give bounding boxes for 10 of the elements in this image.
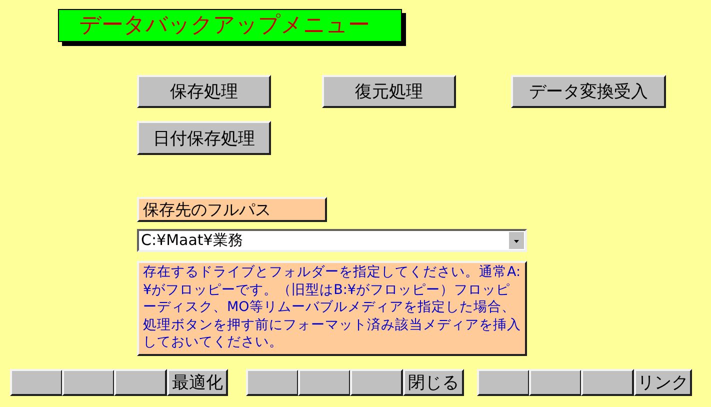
restore-button: 復元処理 bbox=[322, 75, 456, 108]
close-button: 閉じる bbox=[403, 369, 464, 396]
save-button: 保存処理 bbox=[137, 75, 271, 108]
path-dropdown: C:¥Maat¥業務 bbox=[137, 229, 527, 252]
import-button: データ変換受入 bbox=[511, 75, 666, 108]
field-label: 保存先のフルパス bbox=[137, 197, 327, 222]
instruction-note: 存在するドライブとフォルダーを指定してください。通常A:¥がフロッピーです。（旧型はB:¥がフロッピー）フロッピーディスク、MO等リムーバブルメディアを指定した場合、処理ボタンを押す前にフォーマット済み該当メディアを挿入しておいてください。 bbox=[137, 261, 527, 356]
optimize-button: 最適化 bbox=[167, 369, 228, 396]
dated-save-button: 日付保存処理 bbox=[137, 121, 271, 155]
link-button: リンク bbox=[634, 369, 692, 396]
